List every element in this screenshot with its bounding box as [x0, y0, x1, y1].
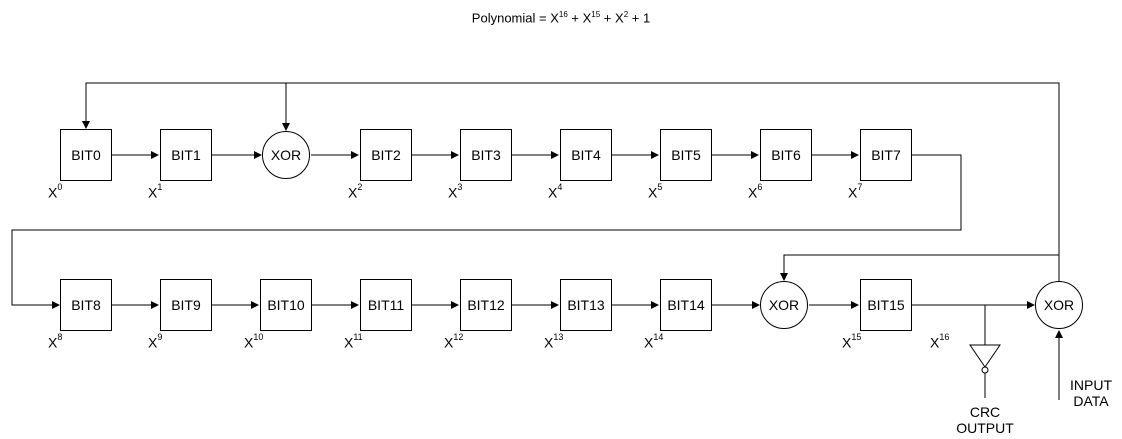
- power-label-x6: X6: [748, 182, 763, 201]
- wire-bit7-wrap: [11, 154, 962, 309]
- power-label-x9: X9: [148, 332, 163, 351]
- xor-gate-1: XOR: [262, 131, 310, 179]
- power-label-x11: X11: [344, 332, 363, 351]
- bit9-register: BIT9: [160, 279, 212, 331]
- power-label-x7: X7: [848, 182, 863, 201]
- wire-feedback-xor2: [780, 254, 1059, 281]
- bit2-register: BIT2: [360, 129, 412, 181]
- bit3-register: BIT3: [460, 129, 512, 181]
- inverter: [969, 344, 1001, 368]
- bit13-register: BIT13: [560, 279, 612, 331]
- power-label-x13: X13: [544, 332, 564, 351]
- bit1-register: BIT1: [160, 129, 212, 181]
- power-label-x12: X12: [444, 332, 464, 351]
- bit14-register: BIT14: [660, 279, 712, 331]
- bit12-register: BIT12: [460, 279, 512, 331]
- bit7-register: BIT7: [860, 129, 912, 181]
- power-label-x10: X10: [244, 332, 264, 351]
- bit4-register: BIT4: [560, 129, 612, 181]
- power-label-x15: X15: [842, 332, 862, 351]
- power-label-x8: X8: [48, 332, 63, 351]
- bit15-register: BIT15: [860, 279, 912, 331]
- inverter-bubble: [981, 366, 989, 374]
- bit6-register: BIT6: [760, 129, 812, 181]
- power-label-x16: X16: [930, 332, 950, 351]
- bit8-register: BIT8: [60, 279, 112, 331]
- polynomial-title: Polynomial = X16 + X15 + X2 + 1: [471, 10, 651, 26]
- power-label-x0: X0: [48, 182, 63, 201]
- bit11-register: BIT11: [360, 279, 412, 331]
- power-label-x4: X4: [548, 182, 563, 201]
- wire-feedback-top: [82, 82, 1060, 281]
- power-label-x14: X14: [644, 332, 664, 351]
- power-label-x1: X1: [148, 182, 163, 201]
- power-label-x3: X3: [448, 182, 463, 201]
- power-label-x5: X5: [648, 182, 663, 201]
- bit10-register: BIT10: [260, 279, 312, 331]
- bit0-register: BIT0: [60, 129, 112, 181]
- power-label-x2: X2: [348, 182, 363, 201]
- xor-gate-2: XOR: [760, 281, 808, 329]
- bit5-register: BIT5: [660, 129, 712, 181]
- input-xor-gate: XOR: [1035, 281, 1083, 329]
